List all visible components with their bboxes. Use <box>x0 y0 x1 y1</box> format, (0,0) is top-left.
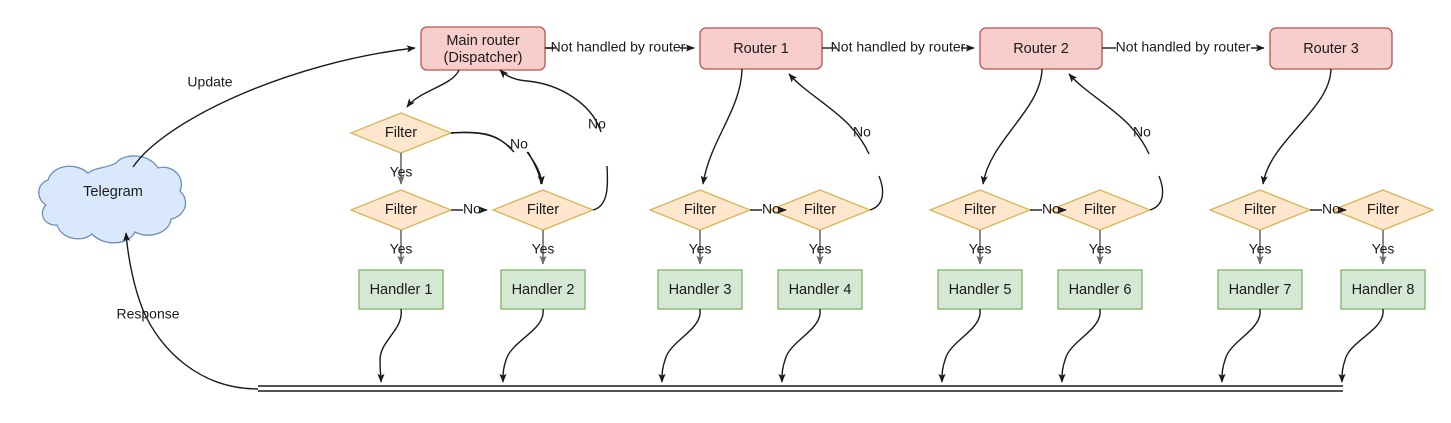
handler-5-node[interactable]: Handler 5 <box>937 269 1023 310</box>
filter-3-node[interactable]: Filter <box>491 189 595 231</box>
handler-8-node[interactable]: Handler 8 <box>1340 269 1426 310</box>
edge-label-no-3: No <box>588 116 606 132</box>
edge-label-yes-5: Yes <box>809 241 832 257</box>
filter-9-node[interactable]: Filter <box>1331 189 1435 231</box>
edge-handler-7-to-bus <box>1218 308 1261 383</box>
edge-label-yes-3: Yes <box>532 241 555 257</box>
main-router-node[interactable]: Main router (Dispatcher) <box>420 26 546 71</box>
handler-8-label: Handler 8 <box>1352 282 1415 298</box>
edge-label-no-7: No <box>1042 201 1060 217</box>
edge-filter-3-no-a <box>592 165 609 211</box>
filter-2-label: Filter <box>385 202 417 218</box>
router-1-label: Router 1 <box>733 41 789 57</box>
edge-filter-7-no-b <box>1068 73 1150 155</box>
handler-6-node[interactable]: Handler 6 <box>1057 269 1143 310</box>
edge-label-not-handled-1: Not handled by router <box>551 39 686 55</box>
handler-3-shape <box>657 269 743 310</box>
filter-4-label: Filter <box>684 202 716 218</box>
edge-update <box>132 45 416 168</box>
handler-1-shape <box>358 269 444 310</box>
filter-4-node[interactable]: Filter <box>648 189 752 231</box>
handler-6-shape <box>1057 269 1143 310</box>
telegram-cloud[interactable]: Telegram <box>38 155 187 244</box>
filter-5-label: Filter <box>804 202 836 218</box>
handler-7-label: Handler 7 <box>1229 282 1292 298</box>
edge-label-no-1: No <box>510 136 528 152</box>
edge-label-yes-9: Yes <box>1372 241 1395 257</box>
filter-6-node[interactable]: Filter <box>928 189 1032 231</box>
handler-2-node[interactable]: Handler 2 <box>500 269 586 310</box>
router-2-node[interactable]: Router 2 <box>979 27 1103 70</box>
edge-label-no-4: No <box>853 124 871 140</box>
filter-7-node[interactable]: Filter <box>1048 189 1152 231</box>
filter-2-node[interactable]: Filter <box>349 189 453 231</box>
handler-4-node[interactable]: Handler 4 <box>777 269 863 310</box>
edge-label-yes-4: Yes <box>689 241 712 257</box>
handler-7-node[interactable]: Handler 7 <box>1217 269 1303 310</box>
handler-3-node[interactable]: Handler 3 <box>657 269 743 310</box>
edge-r2-to-filter-6 <box>980 68 1043 185</box>
handler-3-label: Handler 3 <box>669 282 732 298</box>
edge-filter-5-no-a <box>869 175 884 211</box>
filter-5-node[interactable]: Filter <box>768 189 872 231</box>
cloud-label: Telegram <box>83 184 143 200</box>
edge-handler-4-to-bus <box>778 308 821 383</box>
handler-2-label: Handler 2 <box>512 282 575 298</box>
edge-handler-3-to-bus <box>658 308 701 383</box>
edge-filter-1-no-b <box>526 151 545 185</box>
router-3-node[interactable]: Router 3 <box>1269 27 1393 70</box>
router-1-node[interactable]: Router 1 <box>699 27 823 70</box>
handler-8-shape <box>1340 269 1426 310</box>
edge-handler-1-to-bus <box>377 308 402 383</box>
filter-7-label: Filter <box>1084 202 1116 218</box>
filter-8-label: Filter <box>1244 202 1276 218</box>
edge-label-no-6: No <box>1133 124 1151 140</box>
edge-main-to-filter-1 <box>406 69 460 108</box>
edge-filter-1-no-a <box>450 131 515 153</box>
edge-label-not-handled-2: Not handled by router <box>831 39 966 55</box>
edge-label-yes-6: Yes <box>969 241 992 257</box>
edge-filter-7-no-a <box>1149 175 1164 211</box>
handler-1-label: Handler 1 <box>370 282 433 298</box>
handler-1-node[interactable]: Handler 1 <box>358 269 444 310</box>
edge-label-not-handled-3: Not handled by router <box>1116 39 1251 55</box>
edge-filter-5-no-b <box>788 73 870 155</box>
edge-label-no-8: No <box>1322 201 1340 217</box>
edge-label-yes-2: Yes <box>390 241 413 257</box>
filter-6-label: Filter <box>964 202 996 218</box>
filter-1-node[interactable]: Filter <box>349 112 453 154</box>
router-3-label: Router 3 <box>1303 41 1359 57</box>
edge-label-no-2: No <box>463 201 481 217</box>
cloud-shape <box>38 155 187 244</box>
edge-label-response: Response <box>116 306 179 322</box>
handler-6-label: Handler 6 <box>1069 282 1132 298</box>
filter-1-label: Filter <box>385 125 417 141</box>
handler-7-shape <box>1217 269 1303 310</box>
router-2-label: Router 2 <box>1013 41 1069 57</box>
filter-8-node[interactable]: Filter <box>1208 189 1312 231</box>
edge-label-yes-8: Yes <box>1249 241 1272 257</box>
edge-label-yes-1: Yes <box>390 164 413 180</box>
handler-4-label: Handler 4 <box>789 282 852 298</box>
edge-handler-6-to-bus <box>1058 308 1101 383</box>
main-router-label-line2: (Dispatcher) <box>444 50 523 66</box>
edge-label-yes-7: Yes <box>1089 241 1112 257</box>
filter-9-label: Filter <box>1367 202 1399 218</box>
edge-handler-5-to-bus <box>938 308 981 383</box>
edge-label-no-5: No <box>762 201 780 217</box>
edge-filter-3-no-b <box>499 69 602 133</box>
edge-label-update: Update <box>187 74 232 90</box>
main-router-label-line1: Main router <box>446 33 520 49</box>
edge-handler-2-to-bus <box>499 308 544 383</box>
handler-5-shape <box>937 269 1023 310</box>
edge-r3-to-filter-8 <box>1260 68 1332 185</box>
filter-3-label: Filter <box>527 202 559 218</box>
edge-response <box>123 232 259 390</box>
handler-5-label: Handler 5 <box>949 282 1012 298</box>
edge-r1-to-filter-4 <box>700 68 743 185</box>
handler-4-shape <box>777 269 863 310</box>
edge-handler-8-to-bus <box>1338 308 1384 383</box>
